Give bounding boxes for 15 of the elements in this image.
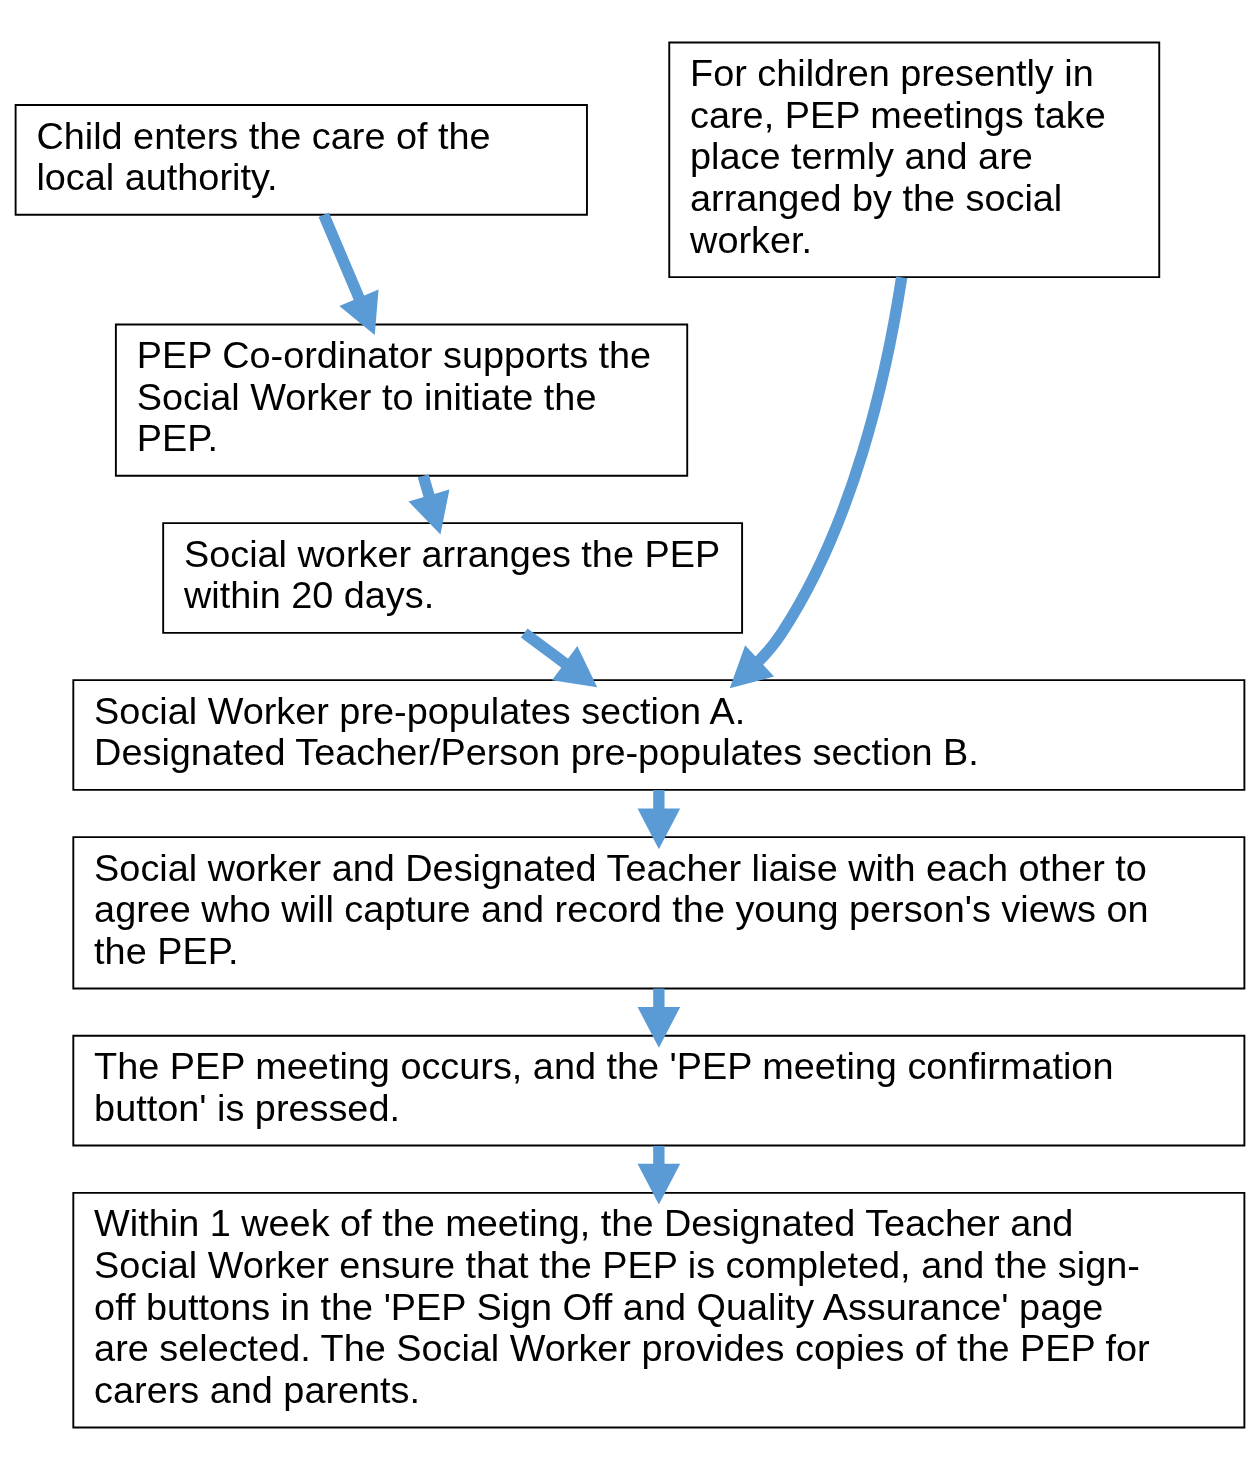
arrow — [729, 276, 908, 689]
arrow — [520, 628, 598, 688]
node-box: Social Worker pre-populates section A. Designated Teacher/Person pre-populates section B. — [72, 679, 1246, 791]
arrow — [637, 988, 681, 1048]
arrow — [318, 212, 379, 336]
arrow — [408, 474, 450, 535]
node-box: Social worker and Designated Teacher liaise with each other to agree who will capture and record the young person's views on the PEP. — [72, 836, 1246, 990]
node-box: Within 1 week of the meeting, the Designated Teacher and Social Worker ensure that the PEP is completed, and the sign-off buttons in the 'PEP Sign Off and Quality Assurance' page are selected. The Social Worker provides copies of the PEP for carers and parents. — [72, 1191, 1246, 1429]
arrow — [637, 790, 681, 850]
node-box: PEP Co-ordinator supports the Social Worker to initiate the PEP. — [114, 323, 689, 477]
arrow — [637, 1145, 681, 1205]
node-box: Child enters the care of the local authority. — [14, 104, 588, 216]
node-box: Social worker arranges the PEP within 20 days. — [162, 522, 744, 634]
node-box: The PEP meeting occurs, and the 'PEP meeting confirmation button' is pressed. — [72, 1034, 1246, 1147]
node-box: For children presently in care, PEP meetings take place termly and are arranged by the social worker. — [668, 41, 1161, 279]
